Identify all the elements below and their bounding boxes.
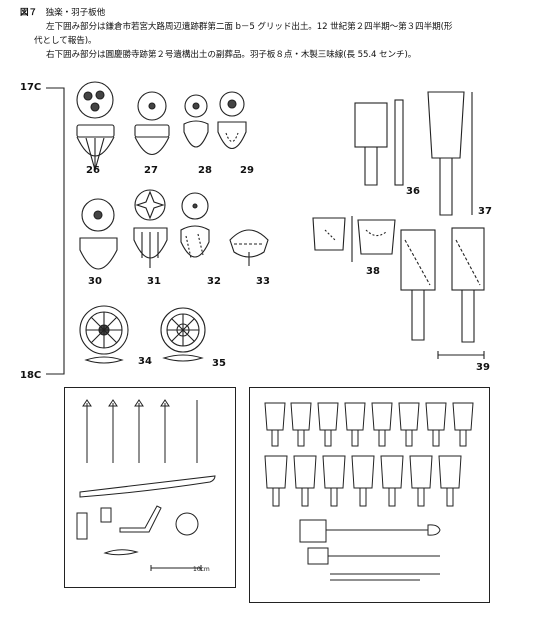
item-number-28: 28 (198, 165, 212, 176)
top-33-drawing (229, 229, 269, 266)
battledore-37-drawing (427, 91, 473, 216)
figure-caption: 図７ 独楽・羽子板他 左下囲み部分は鎌倉市若宮大路周辺遺跡群第二面 b－5 グリ… (20, 6, 525, 62)
item-number-29: 29 (240, 165, 254, 176)
lower-left-drawings (76, 399, 216, 571)
lower-right-frame (249, 387, 490, 603)
battledore-39-drawing (400, 227, 485, 359)
lower-left-frame: 10cm (64, 387, 236, 588)
fragment-38-drawing (312, 216, 396, 262)
scale-label: 10cm (193, 566, 210, 573)
item-number-30: 30 (88, 276, 102, 287)
top-29-drawing (217, 91, 247, 150)
wheel-34-drawing (79, 305, 129, 364)
wheel-35-drawing (160, 307, 206, 362)
item-number-34: 34 (138, 356, 152, 367)
item-number-35: 35 (212, 358, 226, 369)
top-32-drawing (180, 192, 210, 259)
period-marker-18c: 18C (20, 370, 42, 381)
timeline-bracket (46, 87, 65, 375)
battledore-row-bottom (264, 455, 462, 507)
caption-title-line: 図７ 独楽・羽子板他 (20, 6, 525, 20)
top-27-drawing (134, 91, 170, 156)
figure-label: 図７ (20, 8, 37, 18)
item-number-39: 39 (476, 362, 490, 373)
lower-right-drawings (264, 402, 474, 581)
top-31-drawing (133, 189, 168, 268)
caption-line-2: 代として報告)。 (34, 36, 97, 46)
shamisen-drawing (299, 519, 441, 581)
caption-line-3: 右下囲み部分は圓慶勝寺跡第２号遺構出土の副葬品。羽子板８点・木製三味線(長 55… (46, 50, 417, 60)
figure-title: 独楽・羽子板他 (45, 8, 106, 18)
item-number-38: 38 (366, 266, 380, 277)
top-28-drawing (183, 94, 209, 148)
item-number-27: 27 (144, 165, 158, 176)
top-26-drawing (76, 81, 115, 171)
caption-line-1: 左下囲み部分は鎌倉市若宮大路周辺遺跡群第二面 b－5 グリッド出土。12 世紀第… (46, 22, 453, 32)
item-number-26: 26 (86, 165, 100, 176)
top-30-drawing (79, 198, 118, 270)
battledore-row-top (264, 402, 474, 447)
battledore-36-drawing (354, 99, 404, 186)
period-marker-17c: 17C (20, 82, 42, 93)
item-number-32: 32 (207, 276, 221, 287)
item-number-33: 33 (256, 276, 270, 287)
item-number-31: 31 (147, 276, 161, 287)
item-number-36: 36 (406, 186, 420, 197)
item-number-37: 37 (478, 206, 492, 217)
